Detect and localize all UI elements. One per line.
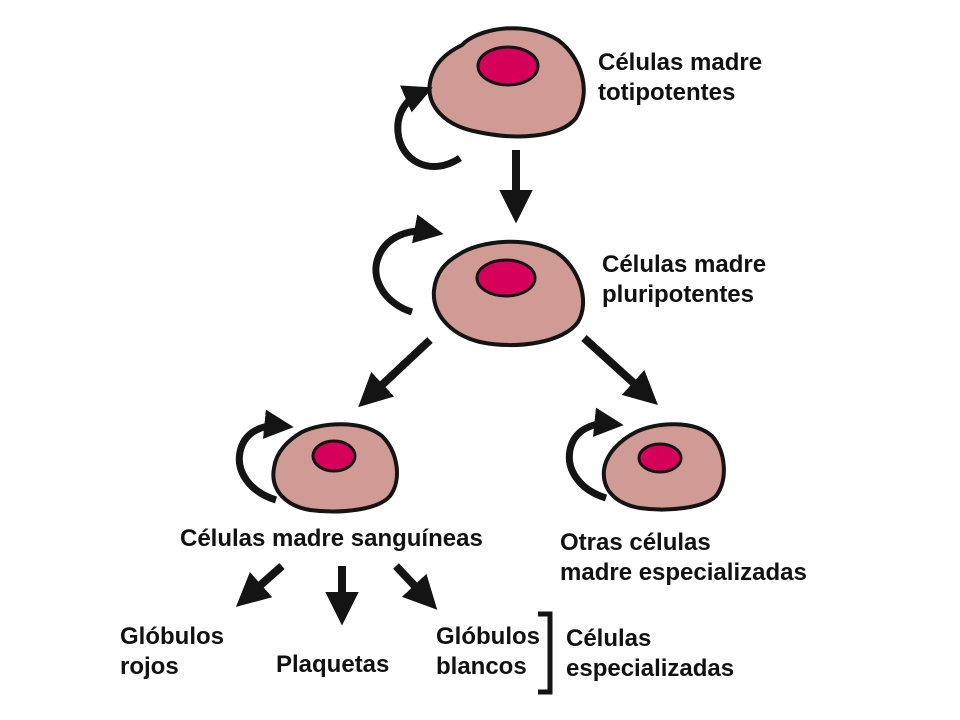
label-red-cells: Glóbulos rojos <box>120 623 224 680</box>
cell-totipotent <box>427 26 586 139</box>
nucleus <box>311 439 357 473</box>
self-renewal-arrow-totipotent <box>394 85 462 170</box>
label-pluripotent: Células madre pluripotentes <box>602 251 767 308</box>
cell-other-specialized <box>601 422 726 512</box>
label-white-cells: Glóbulos blancos <box>436 623 540 680</box>
nucleus <box>475 258 537 298</box>
self-renewal-arrow-other <box>565 407 624 502</box>
label-specialized: Células especializadas <box>566 625 735 682</box>
arrow-blood-to-white <box>393 563 438 610</box>
arrow-pluripotent-to-blood <box>358 337 433 408</box>
label-other-specialized: Otras células madre especializadas <box>560 529 807 586</box>
arrow-pluripotent-to-other <box>581 335 658 406</box>
nucleus <box>637 442 683 474</box>
self-renewal-arrow-pluripotent <box>372 214 444 316</box>
label-totipotent: Células madre totipotentes <box>598 49 763 106</box>
label-blood-stem: Células madre sanguíneas <box>180 525 483 552</box>
self-renewal-arrow-blood-stem <box>235 409 294 504</box>
cell-blood-stem <box>271 422 399 514</box>
nucleus <box>476 45 540 87</box>
label-platelets: Plaquetas <box>276 651 390 678</box>
bracket <box>538 611 553 695</box>
arrow-blood-to-red <box>235 563 285 607</box>
cell-pluripotent <box>431 239 586 348</box>
